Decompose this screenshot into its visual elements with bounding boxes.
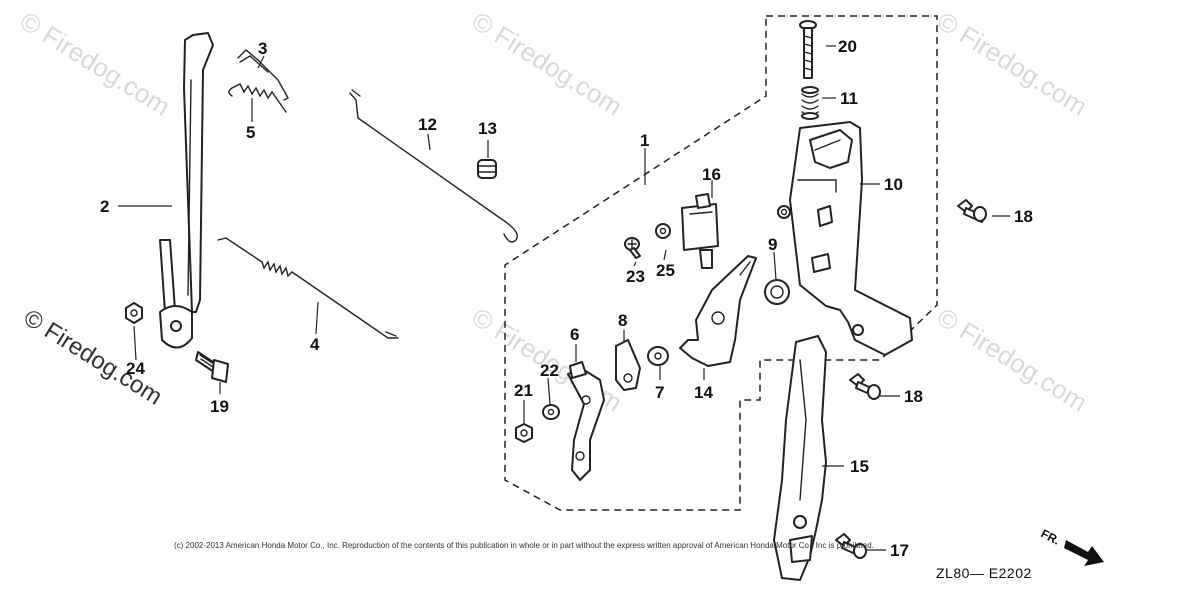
part-23-screw xyxy=(624,237,641,259)
watermark-layer: © Firedog.com © Firedog.com © Firedog.co… xyxy=(15,6,1093,418)
watermark-text: © Firedog.com xyxy=(15,6,176,122)
part-21-nut xyxy=(515,423,533,443)
part-20-bolt xyxy=(799,20,817,79)
callout-3: 3 xyxy=(258,39,267,58)
callout-23: 23 xyxy=(626,267,645,286)
part-10-bracket xyxy=(777,121,913,356)
copyright-notice: (c) 2002-2013 American Honda Motor Co., … xyxy=(174,541,874,550)
leader-lines xyxy=(118,45,1010,551)
assembly-boundary xyxy=(504,15,938,511)
callout-4: 4 xyxy=(310,335,320,354)
part-3-clip xyxy=(237,49,289,101)
callout-6: 6 xyxy=(570,325,579,344)
callouts: 1 2 3 4 5 6 7 8 9 10 11 12 13 14 15 16 1… xyxy=(100,37,1033,560)
part-14-lever xyxy=(679,255,757,367)
part-18-bolt-upper xyxy=(957,199,987,223)
callout-12: 12 xyxy=(418,115,437,134)
direction-label: FR. xyxy=(1039,526,1063,547)
part-6-lever xyxy=(567,361,605,481)
callout-16: 16 xyxy=(702,165,721,184)
part-13-nut xyxy=(477,159,497,179)
watermark-text: © Firedog.com xyxy=(932,6,1093,122)
part-9-grommet xyxy=(764,279,790,305)
callout-24: 24 xyxy=(126,359,145,378)
callout-25: 25 xyxy=(656,261,675,280)
diagram-code: ZL80— E2202 xyxy=(936,565,1032,581)
part-11-spring xyxy=(801,86,819,120)
front-direction-arrow: FR. xyxy=(1039,526,1104,566)
part-19-bolt xyxy=(195,351,229,383)
arrow-icon xyxy=(1064,540,1104,566)
callout-13: 13 xyxy=(478,119,497,138)
part-17-bolt xyxy=(835,533,867,559)
callout-9: 9 xyxy=(768,235,777,254)
part-12-wire-rod xyxy=(349,89,518,243)
callout-20: 20 xyxy=(838,37,857,56)
callout-11: 11 xyxy=(840,89,858,108)
callout-18-upper: 18 xyxy=(1014,207,1033,226)
part-5-spring xyxy=(228,83,287,113)
part-22-washer xyxy=(542,404,560,420)
part-18-bolt-lower xyxy=(849,373,881,400)
part-15-lever-arm xyxy=(773,335,827,581)
callout-19: 19 xyxy=(210,397,229,416)
part-16-switch xyxy=(681,193,719,269)
callout-10: 10 xyxy=(884,175,903,194)
watermark-text: © Firedog.com xyxy=(932,302,1093,418)
callout-7: 7 xyxy=(655,383,664,402)
callout-8: 8 xyxy=(618,311,627,330)
callout-2: 2 xyxy=(100,197,109,216)
watermark-text-dark: © Firedog.com xyxy=(19,304,167,410)
part-25-washer xyxy=(655,223,671,239)
callout-1: 1 xyxy=(640,131,649,150)
callout-18-lower: 18 xyxy=(904,387,923,406)
callout-17: 17 xyxy=(890,541,909,560)
callout-21: 21 xyxy=(514,381,533,400)
part-4-spring-rod xyxy=(217,237,399,339)
callout-15: 15 xyxy=(850,457,869,476)
callout-22: 22 xyxy=(540,361,559,380)
part-24-nut xyxy=(125,302,143,324)
callout-14: 14 xyxy=(694,383,713,402)
part-7-washer xyxy=(647,346,669,366)
watermark-text: © Firedog.com xyxy=(467,6,628,122)
part-8-lever xyxy=(615,339,641,391)
callout-5: 5 xyxy=(246,123,255,142)
part-2-control-rod xyxy=(159,32,214,349)
